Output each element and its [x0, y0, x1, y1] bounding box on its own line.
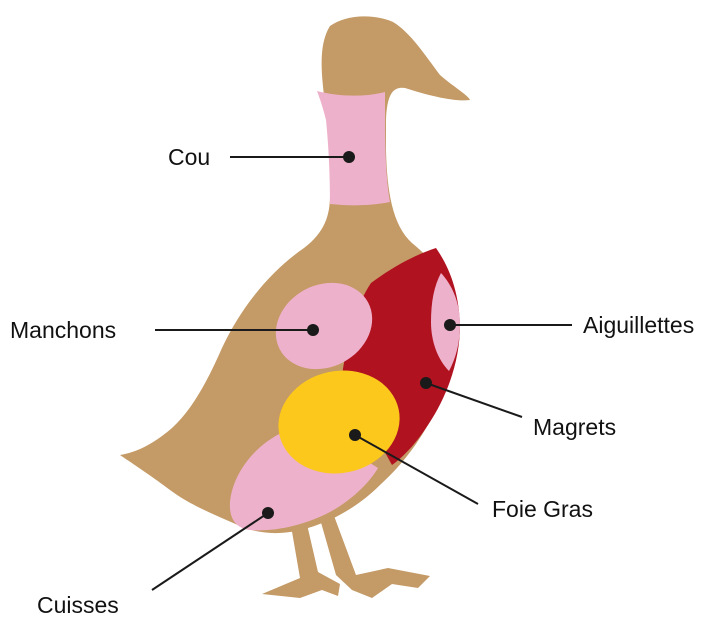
cou-dot — [343, 151, 355, 163]
cou-region — [317, 91, 390, 205]
magrets-dot — [420, 377, 432, 389]
cuisses-leader-line — [152, 513, 268, 590]
manchons-dot — [307, 324, 319, 336]
cou-label: Cou — [168, 144, 210, 170]
cuisses-dot — [262, 507, 274, 519]
cuisses-label: Cuisses — [37, 592, 119, 616]
aiguillettes-label: Aiguillettes — [583, 312, 694, 338]
manchons-label: Manchons — [10, 317, 116, 343]
magrets-label: Magrets — [533, 414, 616, 440]
aiguillettes-dot — [444, 319, 456, 331]
foie-gras-label: Foie Gras — [492, 496, 593, 522]
foie-gras-dot — [349, 429, 361, 441]
